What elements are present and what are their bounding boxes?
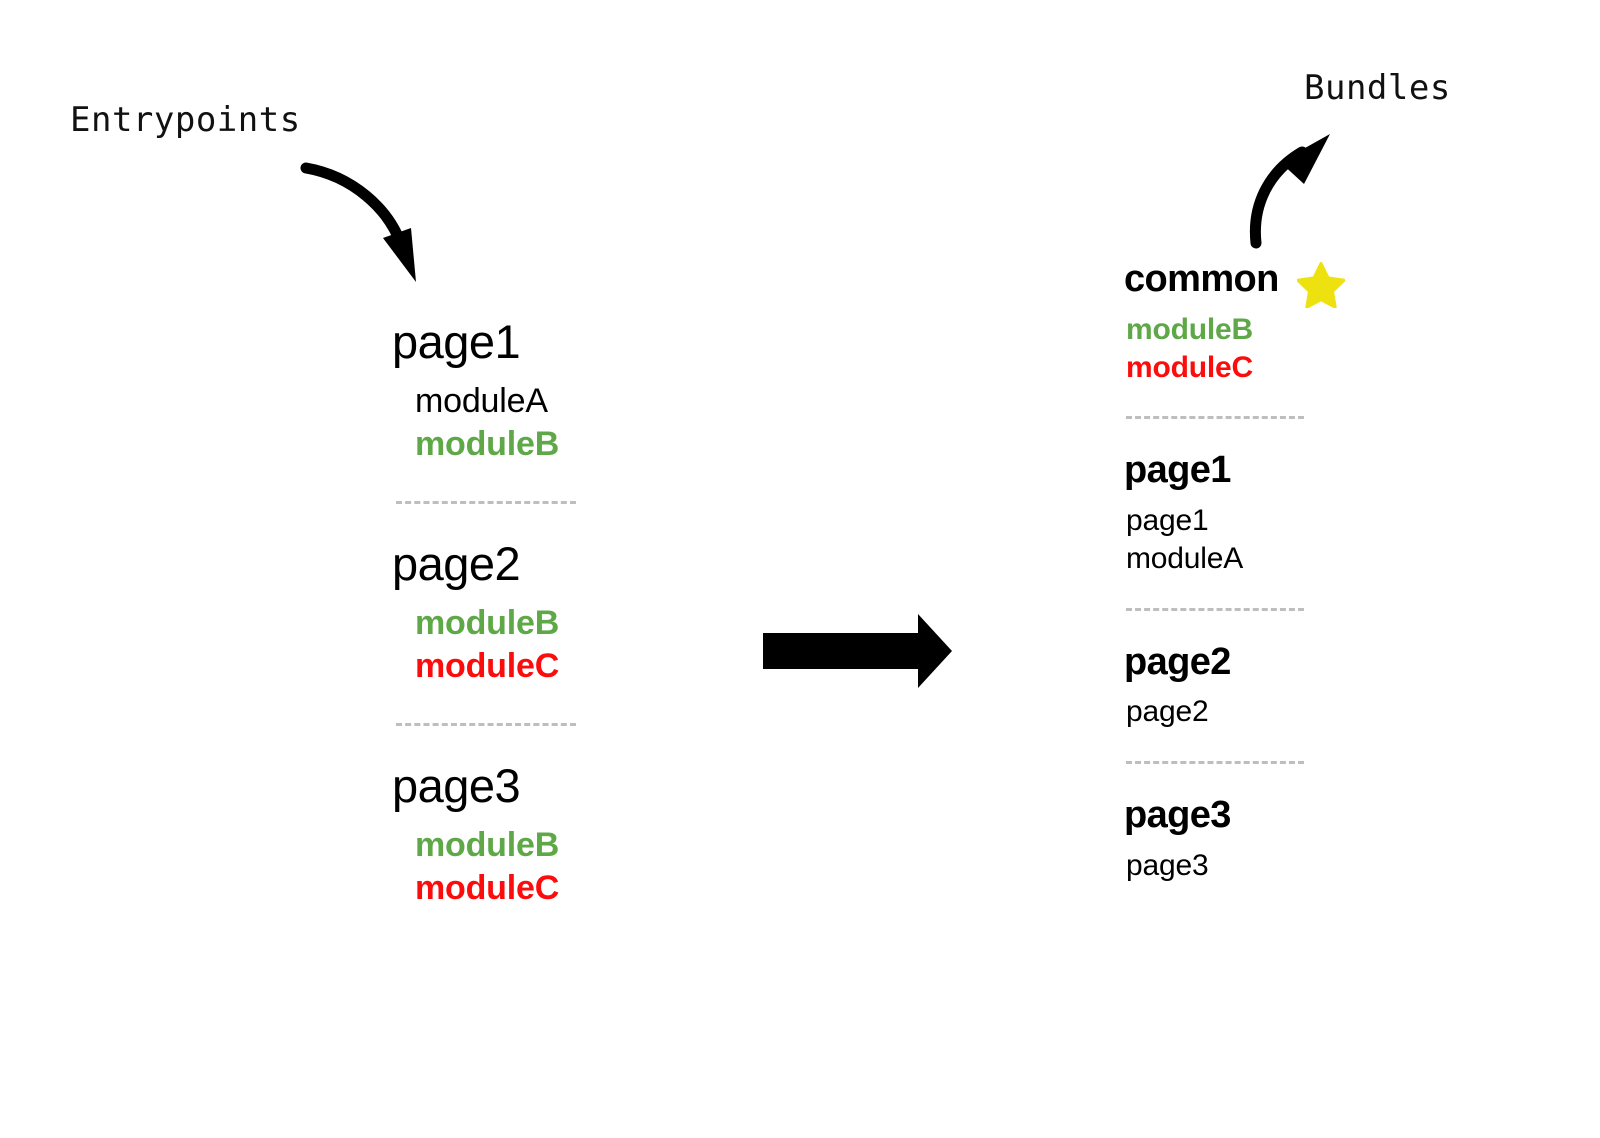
entrypoint-module: moduleB — [415, 603, 560, 642]
bundle-module: moduleB — [1126, 312, 1253, 346]
group-separator — [1126, 607, 1304, 611]
block-arrow-right-icon — [763, 614, 952, 688]
separator-wrap — [388, 467, 718, 540]
entrypoint-group-page3: page3 moduleB moduleC — [388, 758, 718, 911]
entrypoint-module: moduleA — [415, 381, 548, 420]
bundle-group-page2: page2 page2 — [1118, 640, 1458, 732]
curved-arrow-up-right-icon — [1249, 134, 1330, 249]
entrypoint-group-title: page2 — [392, 536, 521, 590]
bundle-module: page1 — [1126, 504, 1209, 538]
bundle-group-page3: page3 page3 — [1118, 796, 1458, 885]
bundle-group-title: page2 — [1124, 640, 1231, 683]
entrypoint-group-page1: page1 moduleA moduleB — [388, 318, 718, 467]
entrypoint-module: moduleC — [415, 647, 560, 686]
bundle-module: page2 — [1126, 695, 1209, 729]
star-icon — [1296, 262, 1345, 309]
bundle-group-title: page3 — [1124, 794, 1231, 837]
bundles-caption: Bundles — [1304, 68, 1451, 108]
bundle-module: page3 — [1126, 848, 1209, 882]
bundle-module: moduleA — [1126, 541, 1244, 575]
entrypoint-module: moduleB — [415, 825, 560, 864]
bundle-module: moduleC — [1126, 350, 1253, 384]
bundle-title-row: common — [1118, 260, 1458, 311]
bundle-group-page1: page1 page1 moduleA — [1118, 451, 1458, 577]
entrypoint-group-page2: page2 moduleB moduleC — [388, 540, 718, 689]
entrypoint-group-title: page3 — [392, 758, 521, 812]
separator-wrap — [1118, 578, 1458, 643]
entrypoint-group-title: page1 — [392, 315, 521, 368]
bundle-group-common: common moduleB moduleC — [1118, 260, 1458, 386]
separator-wrap — [1118, 386, 1458, 451]
group-separator — [1126, 416, 1304, 420]
group-separator — [1126, 761, 1304, 765]
separator-wrap — [388, 689, 718, 762]
separator-wrap — [1118, 731, 1458, 796]
group-separator — [396, 500, 576, 504]
entrypoint-module: moduleC — [415, 869, 560, 908]
bundle-group-title: common — [1124, 258, 1279, 300]
curved-arrow-down-right-icon — [300, 162, 416, 282]
entrypoint-module: moduleB — [415, 425, 560, 464]
group-separator — [396, 722, 576, 726]
entrypoints-caption: Entrypoints — [70, 100, 301, 140]
entrypoints-column: page1 moduleA moduleB page2 moduleB modu… — [388, 318, 718, 911]
bundles-column: common moduleB moduleC page1 page1 modul… — [1118, 260, 1458, 885]
bundle-group-title: page1 — [1124, 449, 1231, 492]
